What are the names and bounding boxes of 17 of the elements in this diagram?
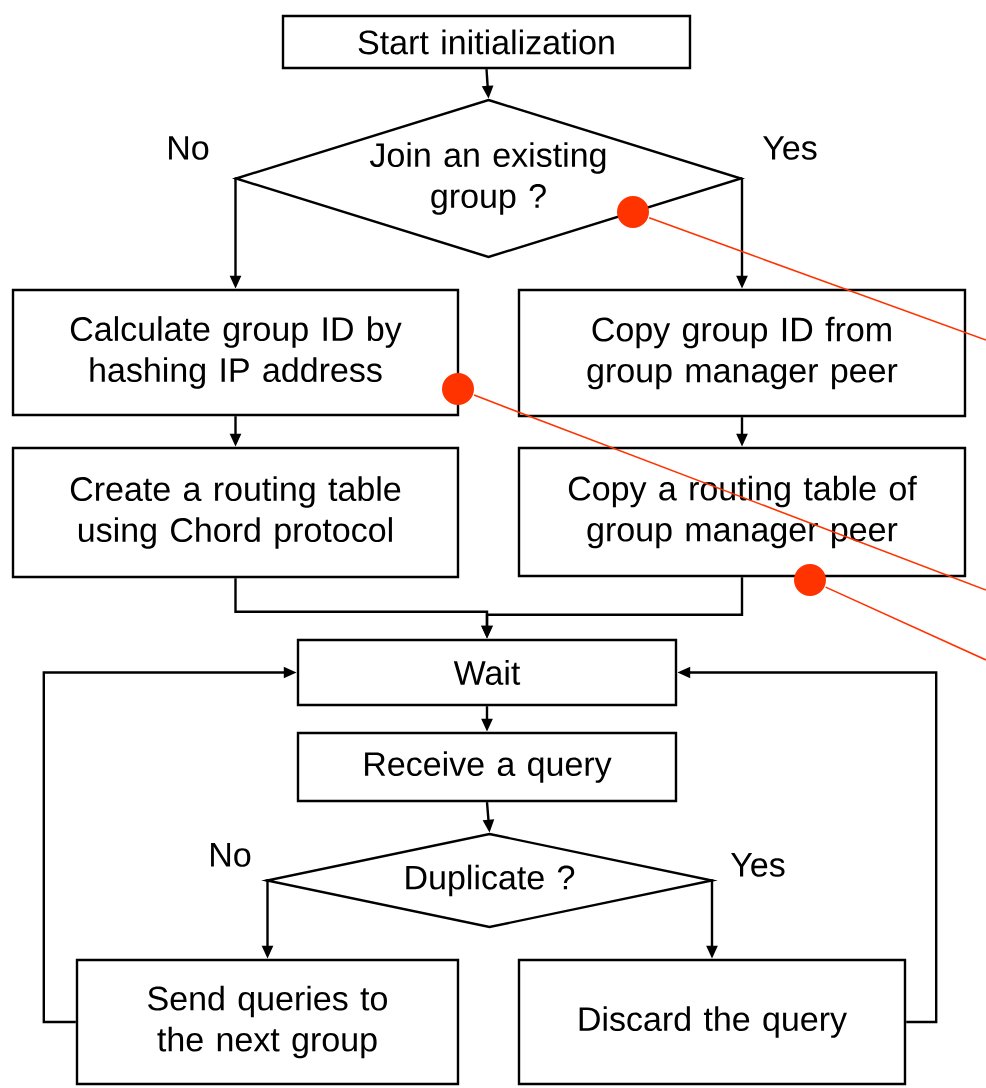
leader-line	[824, 586, 986, 661]
leader-line	[473, 394, 986, 591]
marker-dot	[794, 564, 826, 596]
edge-label: Yes	[761, 135, 819, 161]
process-box: Send queries to the next group	[75, 958, 460, 1086]
process-box: Receive a query	[296, 731, 678, 803]
edge-label: Yes	[729, 852, 787, 878]
edge-label: No	[207, 842, 253, 868]
process-box: Discard the query	[517, 958, 907, 1086]
process-box: Create a routing table using Chord protocol	[11, 446, 460, 579]
process-box: Copy group ID from group manager peer	[517, 288, 967, 418]
process-box: Calculate group ID by hashing IP address	[11, 288, 460, 417]
marker-dot	[442, 373, 474, 405]
process-box: Wait	[296, 638, 678, 707]
leader-line	[648, 217, 986, 341]
process-box: Start initialization	[281, 14, 692, 70]
edge-label: No	[165, 135, 211, 161]
